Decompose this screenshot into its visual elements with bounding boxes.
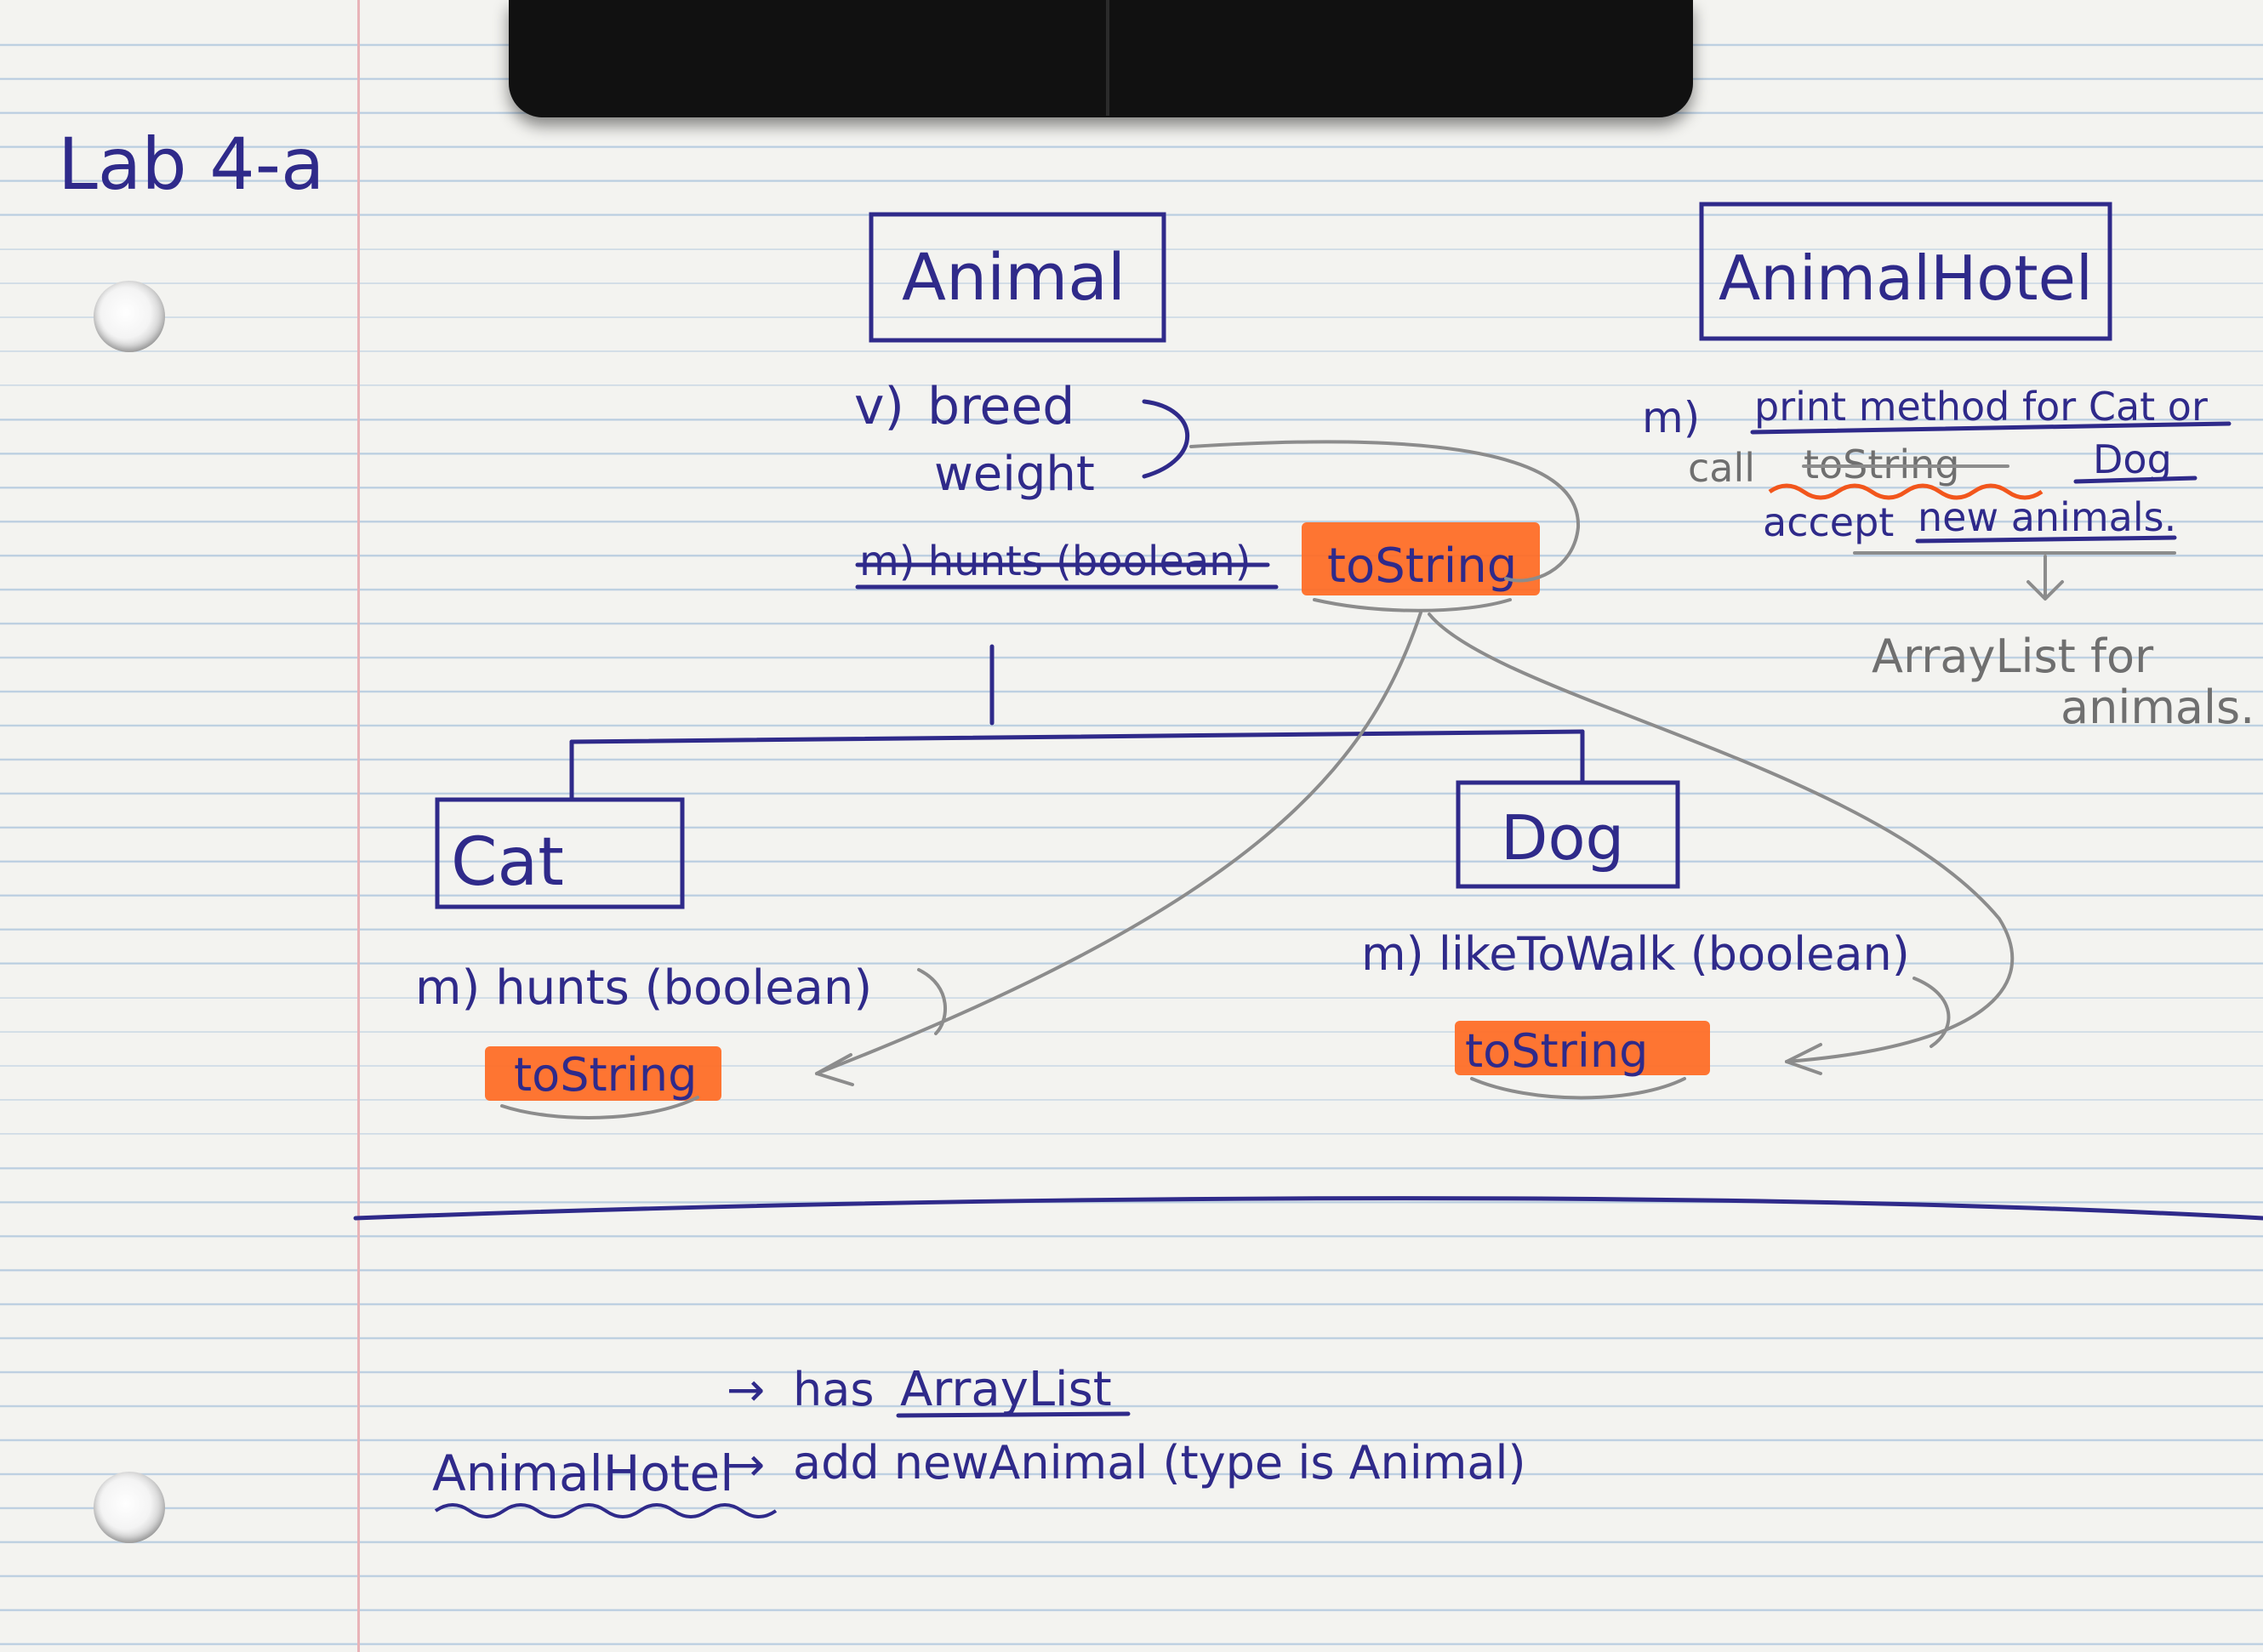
animalhotel-new-animals-underline <box>1915 535 2177 544</box>
cat-class-name: Cat <box>451 824 564 901</box>
animalhotel-down-arrow-head <box>2026 580 2064 601</box>
cat-method-tostring: toString <box>514 1048 697 1102</box>
animalhotel-tostring-squiggle <box>1768 483 2044 500</box>
margin-line <box>357 0 360 1652</box>
dog-tostring-underline <box>1470 1077 1686 1100</box>
animalhotel-line-dog: Dog <box>2093 436 2172 482</box>
animalhotel-line-print: print method for Cat or <box>1754 384 2208 430</box>
dog-class-name: Dog <box>1501 802 1624 874</box>
cat-class-box <box>435 797 685 909</box>
dog-method-brace <box>1912 977 1951 1048</box>
dog-method-liketowalk: m) likeToWalk (boolean) <box>1361 927 1910 981</box>
animal-class-name: Animal <box>902 239 1126 315</box>
animalhotel-method-prefix: m) <box>1642 393 1700 442</box>
animal-struck-method: m) hunts (boolean) <box>859 538 1251 585</box>
cat-method-hunts: m) hunts (boolean) <box>415 960 872 1016</box>
pencil-arrowhead-dog <box>1785 1043 1822 1075</box>
animal-method-tostring: toString <box>1327 538 1517 594</box>
bottom-add-text: add newAnimal (type is Animal) <box>793 1436 1526 1490</box>
animalhotel-note-animals: animals. <box>2061 681 2254 734</box>
pencil-arrow-to-dog-tostring <box>1428 612 2015 1063</box>
animalhotel-dog-underline <box>2073 476 2197 484</box>
pencil-arrowhead-cat <box>815 1053 854 1086</box>
inheritance-bar <box>569 729 1585 744</box>
bottom-animalhotel-squiggle <box>434 1503 778 1518</box>
binder-clip-seam <box>1106 0 1109 116</box>
animalhotel-class-box <box>1699 202 2112 341</box>
animalhotel-print-underline <box>1750 421 2232 435</box>
animal-tostring-underline <box>1313 598 1512 612</box>
punch-hole-bottom <box>94 1472 165 1543</box>
pencil-arrow-to-cat-tostring <box>815 611 1422 1075</box>
animal-vars-brace <box>1142 399 1190 479</box>
cat-tostring-highlight <box>485 1046 721 1101</box>
pencil-arc-weight-to-tostring <box>1189 440 1581 583</box>
binder-clip <box>509 0 1693 117</box>
animal-class-box <box>869 212 1166 343</box>
bottom-animalhotel-subject: AnimalHotel <box>432 1444 733 1502</box>
bottom-arrow-2: → <box>727 1438 765 1491</box>
animal-var-weight: weight <box>934 447 1095 502</box>
bottom-arrow-1: → <box>727 1363 765 1416</box>
animalhotel-accept-text: accept <box>1763 499 1894 545</box>
animalhotel-new-animals: new animals. <box>1918 494 2176 540</box>
section-divider <box>353 1196 2263 1221</box>
bottom-arraylist-underline <box>896 1411 1131 1418</box>
animalhotel-call-text: call <box>1688 445 1755 491</box>
animal-vars-prefix: v) <box>854 377 904 436</box>
bottom-has-text: has <box>793 1363 874 1416</box>
dog-tostring-highlight <box>1455 1021 1710 1075</box>
animal-var-breed: breed <box>927 377 1074 436</box>
animalhotel-note-arraylist: ArrayList for <box>1872 629 2154 683</box>
cat-tostring-underline <box>500 1096 699 1119</box>
dog-method-tostring: toString <box>1465 1024 1648 1078</box>
animalhotel-class-name: AnimalHotel <box>1719 242 2093 314</box>
animal-tostring-highlight <box>1302 522 1540 595</box>
cat-method-brace <box>917 968 947 1035</box>
dog-class-box <box>1456 780 1680 889</box>
page-title: Lab 4-a <box>58 122 325 206</box>
bottom-arraylist-text: ArrayList <box>900 1362 1112 1417</box>
punch-hole-top <box>94 281 165 352</box>
